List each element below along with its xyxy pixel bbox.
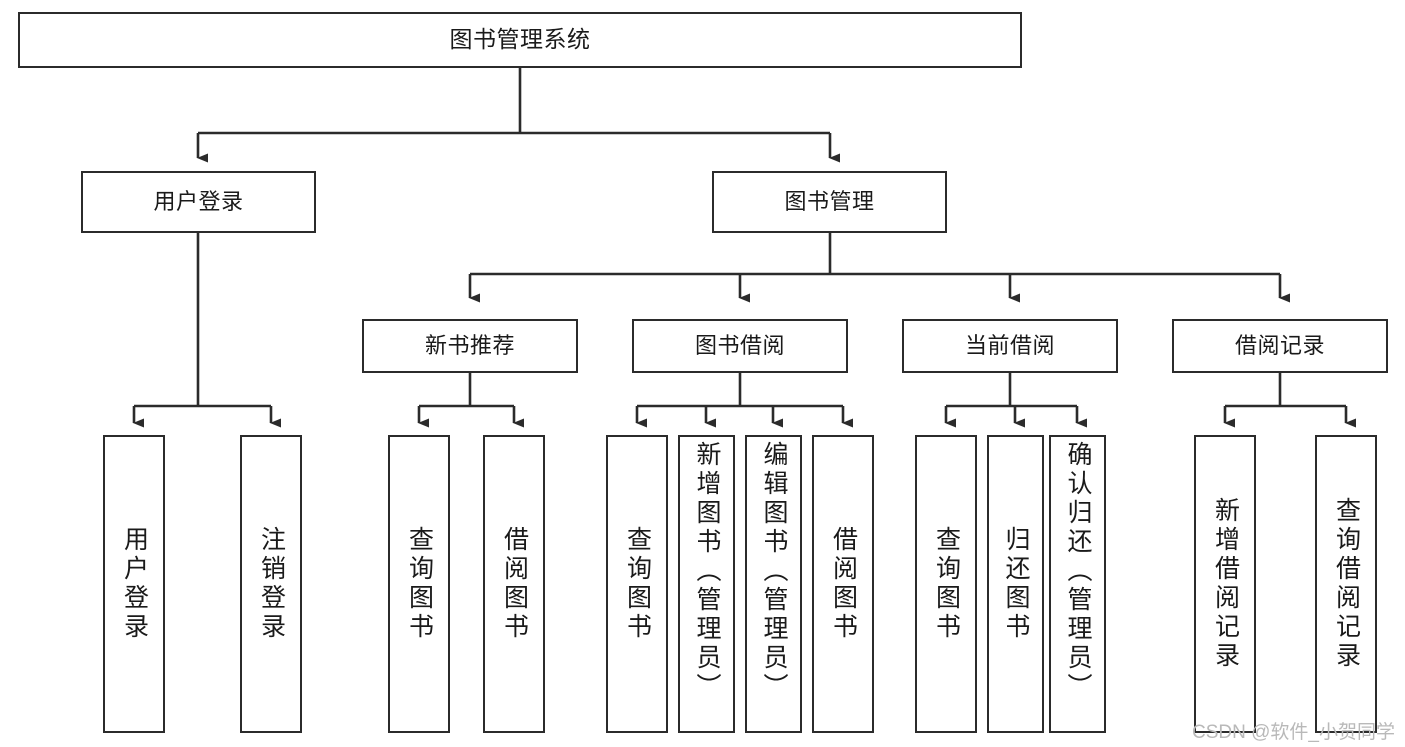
node-label: 图书管理 (784, 188, 875, 214)
leaf-query-books-recommend[interactable]: 查询图书 (388, 435, 450, 733)
node-label: 新增图书（管理员） (693, 441, 721, 702)
leaf-query-books-current[interactable]: 查询图书 (915, 435, 977, 733)
node-label: 查询图书 (623, 526, 652, 642)
node-label: 借阅图书 (500, 526, 529, 642)
node-book-borrow[interactable]: 图书借阅 (632, 319, 848, 373)
leaf-add-book-admin[interactable]: 新增图书（管理员） (678, 435, 735, 733)
node-label: 新增借阅记录 (1211, 497, 1240, 671)
node-label: 确认归还（管理员） (1064, 441, 1092, 702)
node-borrow-records[interactable]: 借阅记录 (1172, 319, 1388, 373)
node-label: 用户登录 (120, 526, 149, 642)
node-root-system[interactable]: 图书管理系统 (18, 12, 1022, 68)
node-label: 新书推荐 (424, 332, 515, 358)
leaf-user-login[interactable]: 用户登录 (103, 435, 165, 733)
node-book-management-group[interactable]: 图书管理 (712, 171, 947, 233)
node-label: 当前借阅 (964, 332, 1055, 358)
node-label: 借阅图书 (829, 526, 858, 642)
node-new-book-recommend[interactable]: 新书推荐 (362, 319, 578, 373)
leaf-add-borrow-record[interactable]: 新增借阅记录 (1194, 435, 1256, 733)
leaf-return-books[interactable]: 归还图书 (987, 435, 1044, 733)
leaf-edit-book-admin[interactable]: 编辑图书（管理员） (745, 435, 802, 733)
node-label: 查询图书 (932, 526, 961, 642)
leaf-confirm-return-admin[interactable]: 确认归还（管理员） (1049, 435, 1106, 733)
leaf-borrow-books-recommend[interactable]: 借阅图书 (483, 435, 545, 733)
leaf-logout[interactable]: 注销登录 (240, 435, 302, 733)
node-label: 查询图书 (405, 526, 434, 642)
node-current-borrow[interactable]: 当前借阅 (902, 319, 1118, 373)
csdn-watermark: CSDN @软件_小贺同学 (1192, 722, 1395, 743)
node-label: 用户登录 (153, 188, 244, 214)
node-label: 图书借阅 (694, 332, 785, 358)
node-label: 注销登录 (257, 526, 286, 642)
node-user-login-group[interactable]: 用户登录 (81, 171, 316, 233)
leaf-query-borrow-record[interactable]: 查询借阅记录 (1315, 435, 1377, 733)
leaf-query-books-borrow[interactable]: 查询图书 (606, 435, 668, 733)
node-label: 编辑图书（管理员） (760, 441, 788, 702)
node-label: 借阅记录 (1234, 332, 1325, 358)
node-label: 查询借阅记录 (1332, 497, 1361, 671)
leaf-borrow-books-borrow[interactable]: 借阅图书 (812, 435, 874, 733)
node-label: 图书管理系统 (449, 26, 591, 53)
node-label: 归还图书 (1002, 526, 1030, 642)
